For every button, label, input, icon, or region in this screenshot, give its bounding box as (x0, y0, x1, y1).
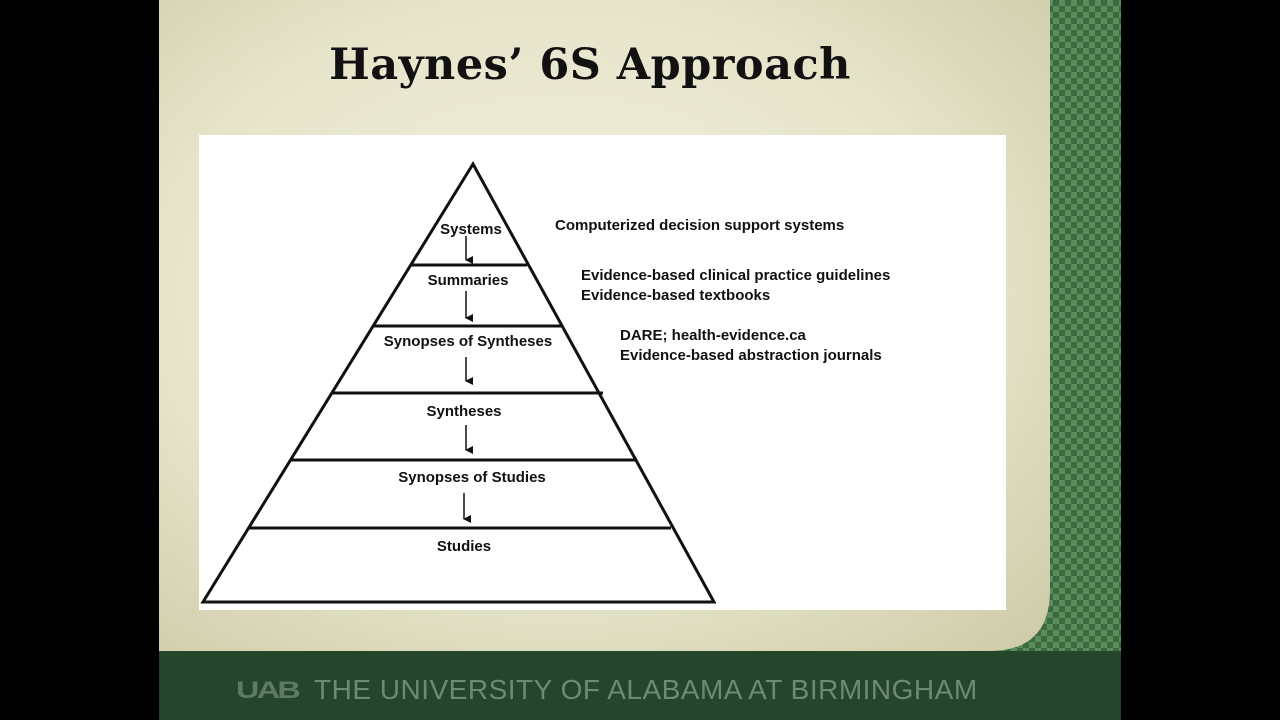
source-line: Evidence-based abstraction journals (620, 347, 882, 364)
diagram-panel: Systems Summaries Synopses of Syntheses … (199, 135, 1006, 610)
pyramid-diagram (200, 161, 717, 604)
systems-source-text: Computerized decision support systems (555, 216, 844, 236)
level-label-studies: Studies (436, 538, 492, 555)
university-name: THE UNIVERSITY OF ALABAMA AT BIRMINGHAM (314, 674, 978, 705)
level-label-synopses-of-syntheses: Synopses of Syntheses (383, 333, 553, 350)
slide: Haynes’ 6S Approach (159, 0, 1121, 720)
synopses-of-syntheses-source-text: DARE; health-evidence.ca Evidence-based … (620, 326, 882, 366)
pyramid-outline (200, 161, 717, 604)
summaries-source-text: Evidence-based clinical practice guideli… (581, 266, 890, 306)
source-line: Computerized decision support systems (555, 217, 845, 234)
uab-logo: UAB (236, 677, 301, 704)
source-line: Evidence-based clinical practice guideli… (581, 267, 891, 284)
source-line: DARE; health-evidence.ca (620, 327, 806, 344)
level-label-systems: Systems (440, 221, 502, 238)
level-label-syntheses: Syntheses (426, 403, 502, 420)
level-label-summaries: Summaries (427, 272, 509, 289)
slide-title: Haynes’ 6S Approach (329, 40, 851, 90)
level-label-synopses-of-studies: Synopses of Studies (398, 469, 546, 486)
footer-bar (159, 651, 1121, 720)
source-line: Evidence-based textbooks (581, 287, 771, 304)
